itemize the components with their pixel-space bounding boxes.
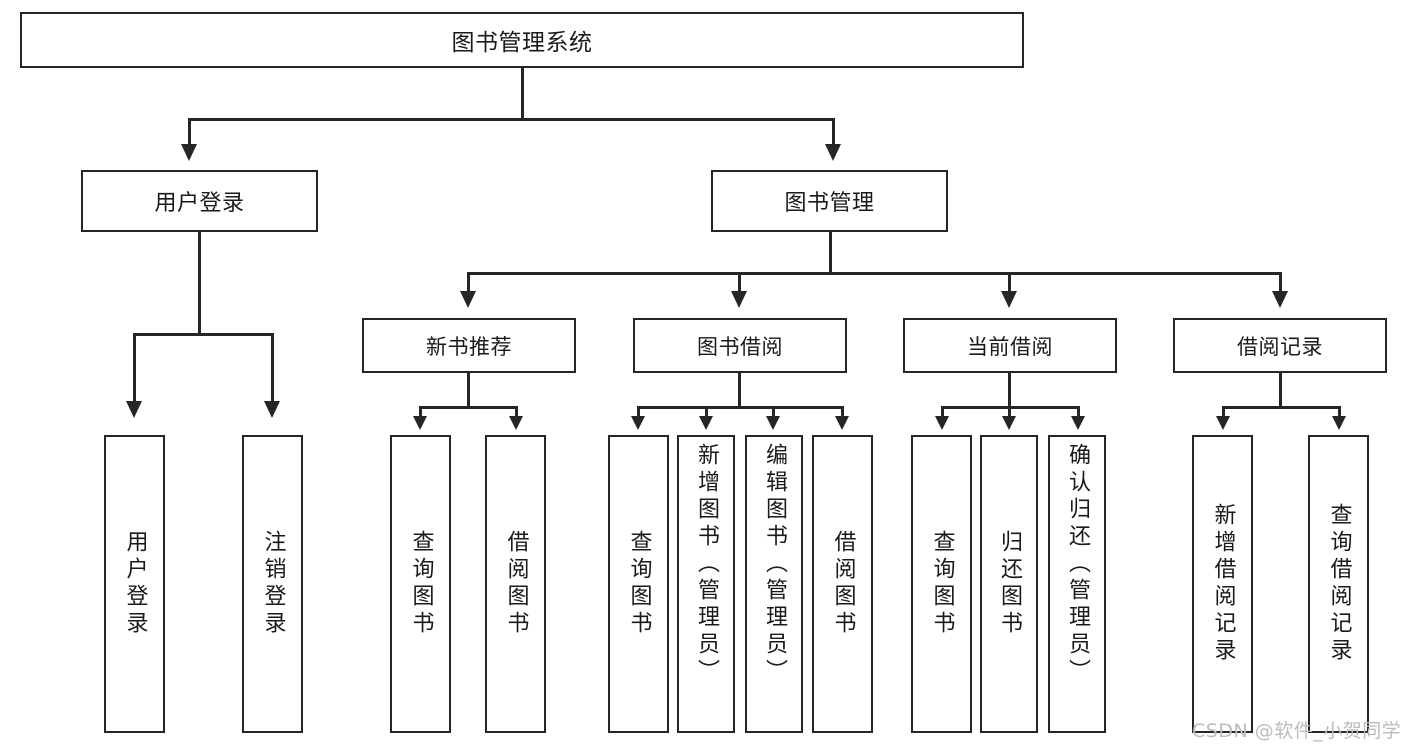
node-label: 图书管理系统 <box>451 30 593 56</box>
node-label: 图书管理 <box>784 191 875 216</box>
node-label: 查询图书 <box>626 530 652 638</box>
connector-to-borrow-record <box>1279 272 1282 294</box>
leaf-return-book[interactable]: 归还图书 <box>980 435 1038 733</box>
connector-book-borrow-c4 <box>841 406 844 418</box>
connector-current-borrow-c2 <box>1008 406 1011 418</box>
arrow-leaf-return-book <box>1002 416 1016 430</box>
leaf-query-book-current[interactable]: 查询图书 <box>911 435 972 733</box>
leaf-borrow-book[interactable]: 借阅图书 <box>812 435 873 733</box>
leaf-add-book-admin[interactable]: 新增图书（管理员） <box>677 435 735 733</box>
node-new-book-recommend[interactable]: 新书推荐 <box>362 318 576 373</box>
node-label: 新增图书（管理员） <box>694 443 719 686</box>
node-label: 图书借阅 <box>697 334 783 359</box>
connector-book-borrow-stem <box>738 373 741 408</box>
connector-to-current-borrow <box>1008 272 1011 294</box>
arrow-leaf-add-borrow-record <box>1216 416 1230 430</box>
watermark-text: CSDN @软件_小贺同学 <box>1192 720 1402 742</box>
connector-book-borrow-c2 <box>705 406 708 418</box>
node-current-borrow[interactable]: 当前借阅 <box>903 318 1117 373</box>
leaf-user-login[interactable]: 用户登录 <box>104 435 165 733</box>
node-label: 注销登录 <box>260 530 286 638</box>
connector-new-book-c1 <box>419 406 422 418</box>
arrow-leaf-confirm-return <box>1071 416 1085 430</box>
arrow-leaf-borrow-book-2 <box>835 416 849 430</box>
node-label: 当前借阅 <box>967 334 1053 359</box>
arrow-leaf-user-login <box>126 401 142 418</box>
arrow-to-borrow-record <box>1272 291 1288 308</box>
connector-current-borrow-c1 <box>941 406 944 418</box>
node-label: 新书推荐 <box>426 334 512 359</box>
connector-root-bar <box>188 118 834 121</box>
arrow-leaf-edit-book <box>766 416 780 430</box>
connector-book-borrow-c3 <box>772 406 775 418</box>
connector-book-manage-stem <box>829 232 832 274</box>
leaf-add-borrow-record[interactable]: 新增借阅记录 <box>1192 435 1253 733</box>
arrow-to-current-borrow <box>1001 291 1017 308</box>
arrow-leaf-add-book <box>699 416 713 430</box>
arrow-leaf-query-book-2 <box>631 416 645 430</box>
connector-user-login-leaf2 <box>271 333 274 405</box>
node-book-borrow[interactable]: 图书借阅 <box>633 318 847 373</box>
node-label: 借阅记录 <box>1237 334 1323 359</box>
connector-borrow-record-bar <box>1222 406 1340 409</box>
leaf-query-book-borrow[interactable]: 查询图书 <box>608 435 669 733</box>
connector-new-book-stem <box>467 373 470 408</box>
connector-root-stem <box>521 68 524 120</box>
node-label: 用户登录 <box>122 530 148 638</box>
connector-root-to-book-manage <box>832 118 835 148</box>
connector-current-borrow-stem <box>1008 373 1011 408</box>
node-borrow-record[interactable]: 借阅记录 <box>1173 318 1387 373</box>
connector-to-book-borrow <box>738 272 741 294</box>
arrow-leaf-query-borrow-record <box>1332 416 1346 430</box>
connector-borrow-record-c1 <box>1222 406 1225 418</box>
arrow-to-new-book-recommend <box>460 291 476 308</box>
node-label: 借阅图书 <box>830 530 856 638</box>
arrow-leaf-query-book-3 <box>935 416 949 430</box>
node-book-management[interactable]: 图书管理 <box>711 170 948 232</box>
connector-new-book-c2 <box>515 406 518 418</box>
connector-current-borrow-c3 <box>1077 406 1080 418</box>
node-label: 查询借阅记录 <box>1326 503 1352 665</box>
leaf-logout-login[interactable]: 注销登录 <box>242 435 303 733</box>
node-label: 归还图书 <box>997 530 1022 638</box>
connector-book-manage-bar <box>467 272 1281 275</box>
arrow-leaf-logout-login <box>264 401 280 418</box>
connector-book-borrow-bar <box>637 406 843 409</box>
node-label: 新增借阅记录 <box>1210 503 1236 665</box>
node-label: 确认归还（管理员） <box>1065 443 1090 686</box>
leaf-edit-book-admin[interactable]: 编辑图书（管理员） <box>745 435 803 733</box>
connector-user-login-bar <box>133 333 273 336</box>
connector-user-login-leaf1 <box>133 333 136 405</box>
leaf-confirm-return-admin[interactable]: 确认归还（管理员） <box>1048 435 1106 733</box>
node-label: 查询图书 <box>408 530 434 638</box>
node-user-login[interactable]: 用户登录 <box>81 170 318 232</box>
node-label: 查询图书 <box>929 530 955 638</box>
node-label: 用户登录 <box>154 191 245 216</box>
node-label: 借阅图书 <box>503 530 529 638</box>
arrow-to-user-login <box>181 144 197 161</box>
connector-borrow-record-c2 <box>1338 406 1341 418</box>
leaf-borrow-book-recommend[interactable]: 借阅图书 <box>485 435 546 733</box>
connector-new-book-bar <box>419 406 517 409</box>
connector-root-to-user-login <box>188 118 191 148</box>
leaf-query-book-recommend[interactable]: 查询图书 <box>390 435 451 733</box>
arrow-leaf-query-book-1 <box>413 416 427 430</box>
node-root-system[interactable]: 图书管理系统 <box>20 12 1024 68</box>
arrow-to-book-borrow <box>731 291 747 308</box>
connector-book-borrow-c1 <box>637 406 640 418</box>
arrow-to-book-manage <box>825 144 841 161</box>
node-label: 编辑图书（管理员） <box>762 443 787 686</box>
leaf-query-borrow-record[interactable]: 查询借阅记录 <box>1308 435 1369 733</box>
arrow-leaf-borrow-book-1 <box>509 416 523 430</box>
connector-user-login-stem <box>198 232 201 335</box>
connector-borrow-record-stem <box>1279 373 1282 408</box>
connector-to-new-book <box>467 272 470 294</box>
